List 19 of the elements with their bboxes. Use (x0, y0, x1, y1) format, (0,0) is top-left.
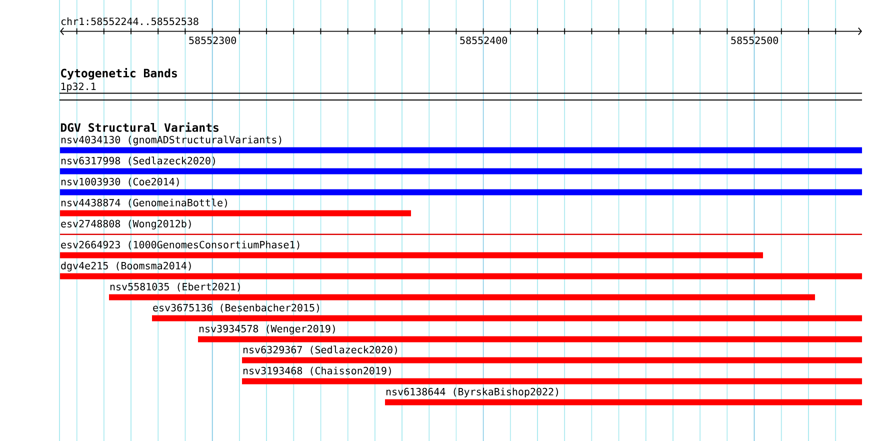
variant-label: nsv4034130 (gnomADStructuralVariants) (61, 136, 282, 146)
variant-label: nsv3193468 (Chaisson2019) (243, 366, 391, 376)
variant-label: nsv6329367 (Sedlazeck2020) (243, 346, 397, 355)
tick-label: 58552500 (731, 36, 778, 44)
track-heading: DGV Structural Variants (60, 122, 218, 132)
tick-label: 58552300 (189, 36, 236, 44)
variant-label: esv2748808 (Wong2012b) (61, 220, 191, 230)
band-label: 1p32.1 (61, 82, 96, 92)
coordinate-label: chr1:58552244..58552538 (61, 17, 198, 26)
variant-label: dgv4e215 (Boomsma2014) (61, 262, 191, 272)
variant-label: nsv4438874 (GenomeinaBottle) (61, 198, 227, 208)
variant-label: esv2664923 (1000GenomesConsortiumPhase1) (61, 240, 300, 250)
variant-label: nsv3934578 (Wenger2019) (199, 324, 335, 334)
variant-label: nsv1003930 (Coe2014) (61, 178, 179, 187)
variant-label: nsv6138644 (ByrskaBishop2022) (386, 388, 558, 398)
variant-label: nsv6317998 (Sedlazeck2020) (61, 156, 215, 166)
variant-label: esv3675136 (Besenbacher2015) (153, 304, 319, 313)
variant-label: nsv5581035 (Ebert2021) (110, 282, 240, 292)
tick-label: 58552400 (460, 36, 508, 44)
